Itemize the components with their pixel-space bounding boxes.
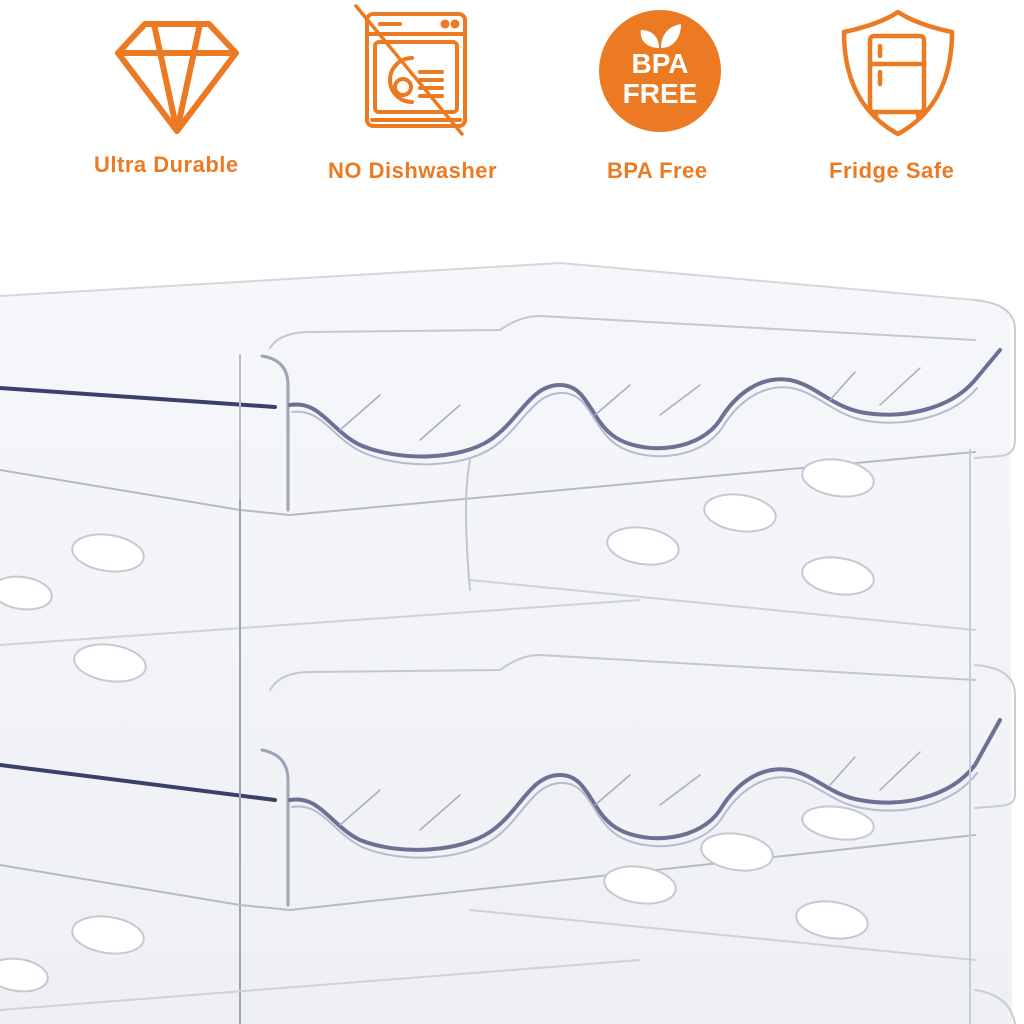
feature-label: Ultra Durable	[94, 152, 239, 177]
fridge-shield-icon	[841, 9, 955, 137]
feature-label: Fridge Safe	[829, 158, 955, 183]
bpa-free-badge-icon: BPA FREE	[599, 10, 721, 132]
badge-text-line2: FREE	[622, 78, 698, 109]
badge-text-line1: BPA	[631, 48, 689, 79]
wine-rack-product-image	[0, 262, 1016, 1024]
feature-icons-row: Ultra Durable NO Dishwasher	[0, 0, 1024, 200]
no-dishwasher-icon	[354, 4, 467, 136]
feature-label: NO Dishwasher	[328, 158, 498, 183]
leaf-icon	[640, 24, 681, 48]
feature-label: BPA Free	[607, 158, 708, 183]
diamond-icon	[115, 21, 239, 134]
